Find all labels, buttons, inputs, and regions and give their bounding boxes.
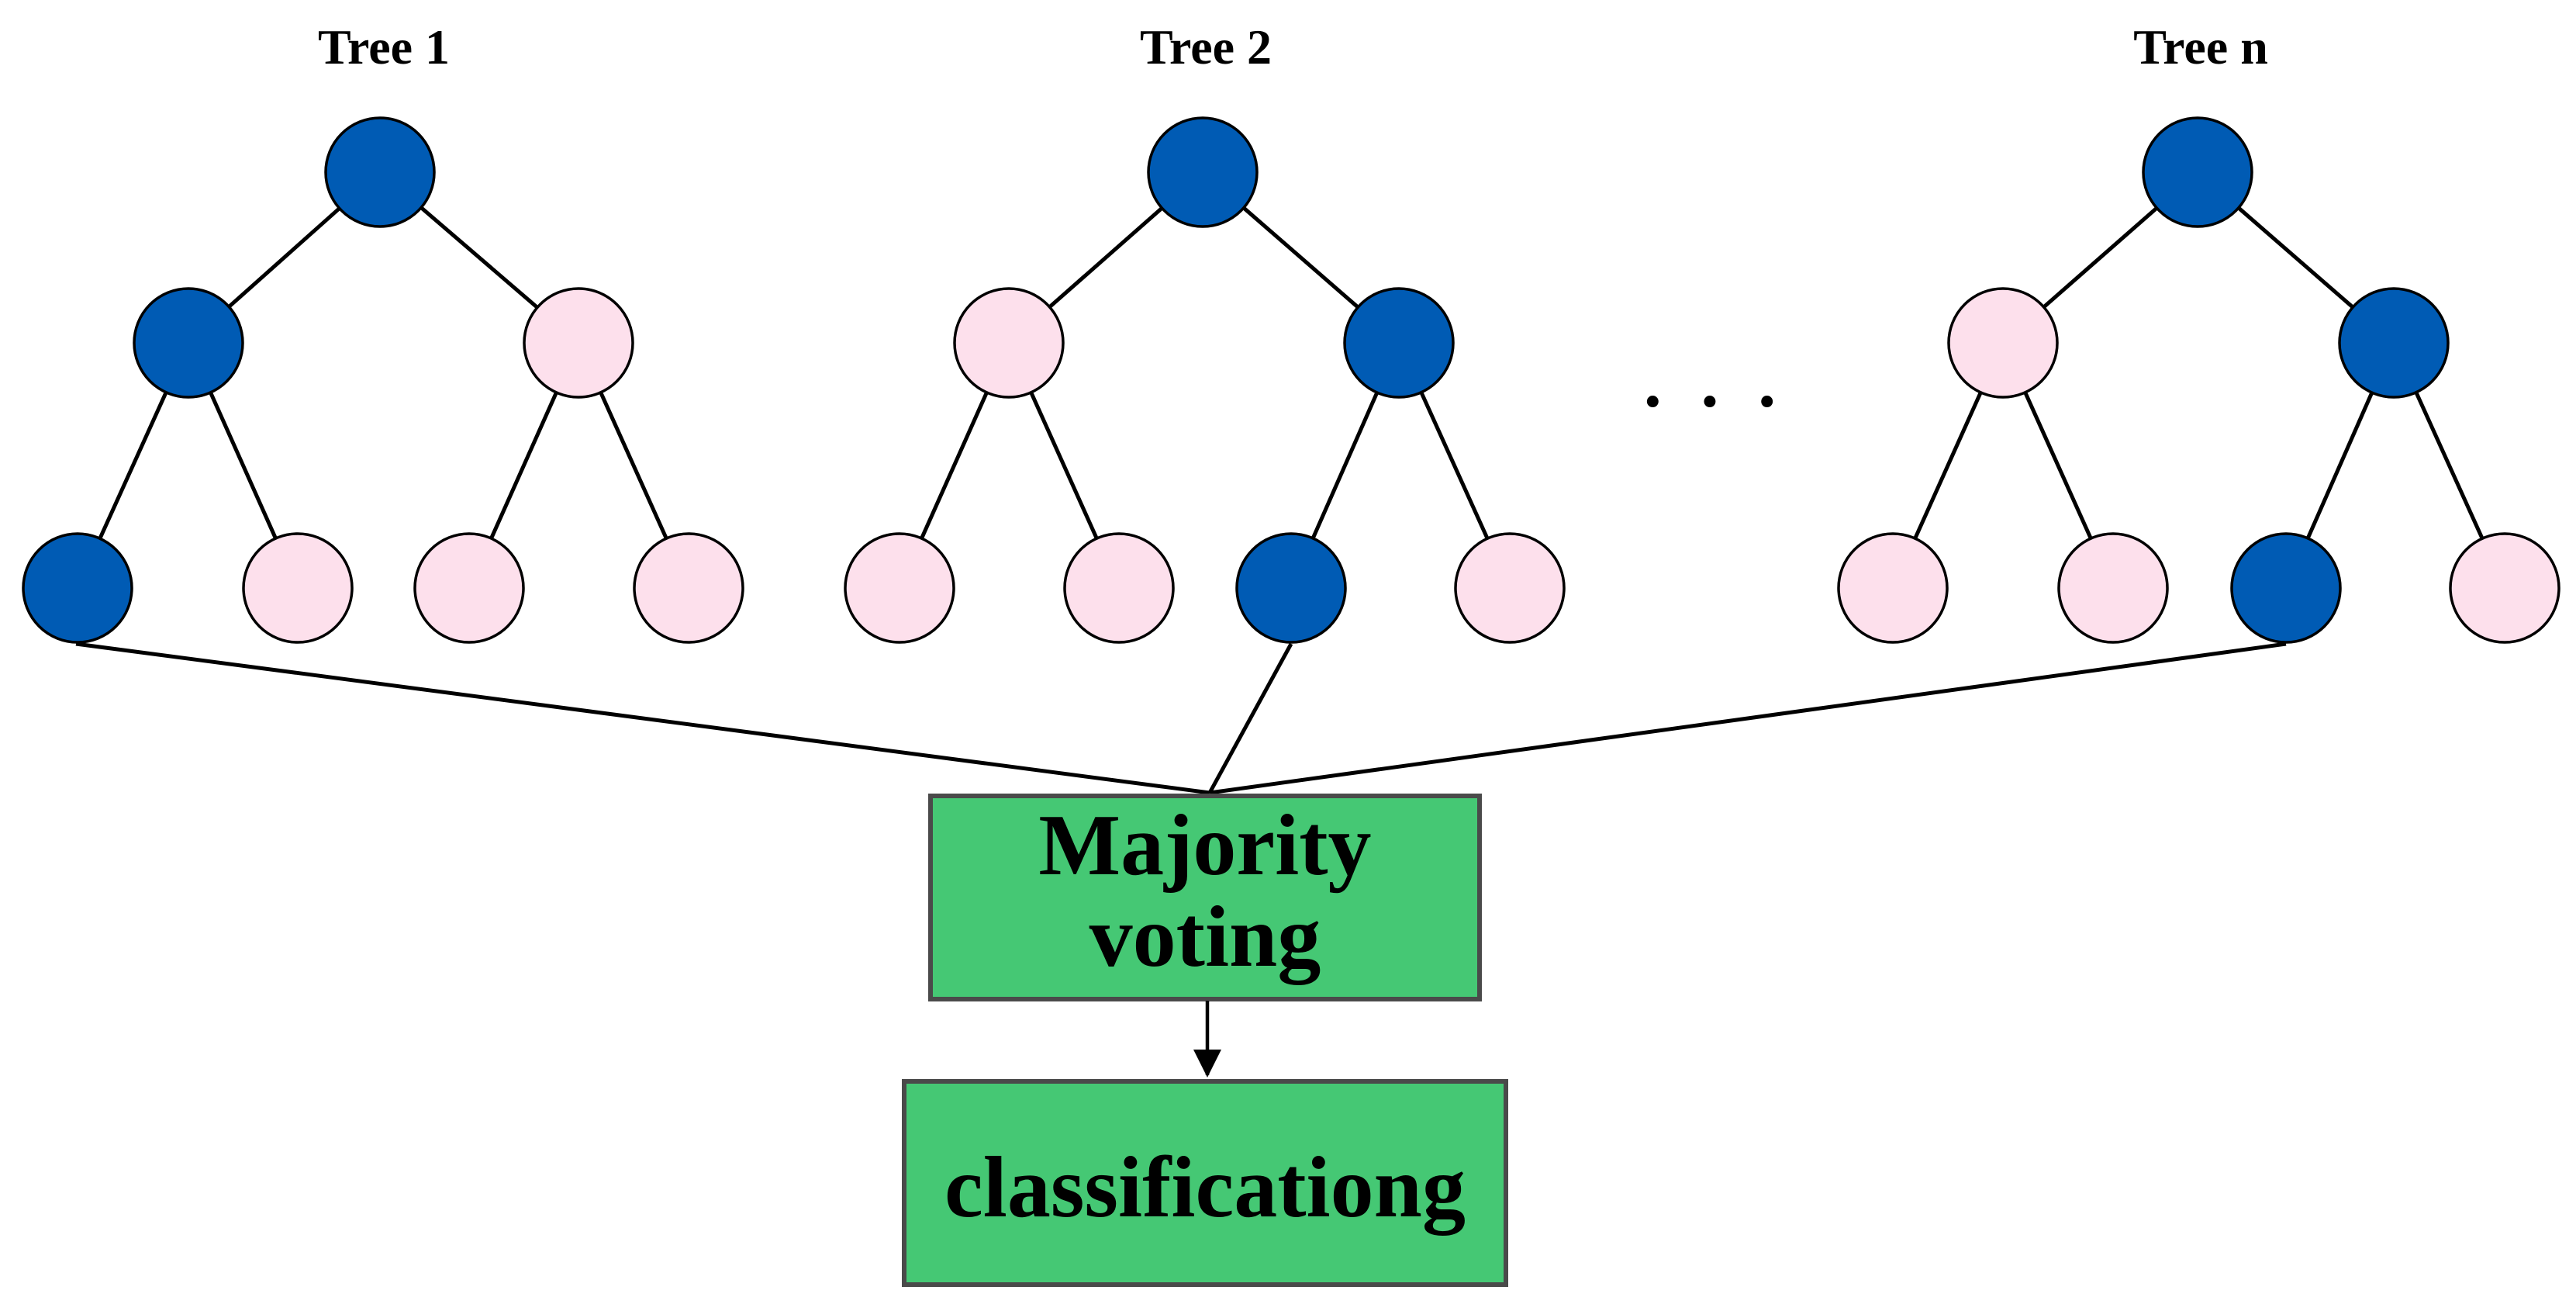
tree-1-node-RR-pink bbox=[633, 532, 744, 644]
tree-2-node-R-blue bbox=[1343, 287, 1455, 399]
tree-3-edge-root-R bbox=[2237, 206, 2354, 309]
tree-2-edge-root-R bbox=[1242, 206, 1359, 309]
tree-2-edge-L-LR bbox=[1029, 391, 1099, 540]
connector-tree-2 bbox=[1207, 642, 1293, 794]
tree-2-title: Tree 2 bbox=[1140, 19, 1272, 74]
tree-3-node-RL-blue bbox=[2230, 532, 2342, 644]
tree-2-node-L-pink bbox=[953, 287, 1065, 399]
tree-3-edge-L-LR bbox=[2023, 391, 2093, 540]
tree-1-edge-L-LL bbox=[98, 391, 168, 540]
connector-tree-1 bbox=[75, 642, 1210, 795]
tree-1-edge-root-L bbox=[227, 206, 341, 309]
ellipsis: · · · bbox=[1641, 361, 1787, 441]
tree-3-edge-R-RL bbox=[2305, 392, 2374, 539]
tree-2-edge-R-RL bbox=[1310, 392, 1380, 539]
tree-1-node-R-pink bbox=[523, 287, 634, 399]
tree-2-edge-L-LL bbox=[920, 391, 989, 540]
tree-3-edge-R-RR bbox=[2414, 391, 2484, 540]
majority-voting-label-line-1: Majority bbox=[1038, 797, 1371, 894]
tree-3-node-RR-pink bbox=[2449, 532, 2560, 644]
connector-tree-n bbox=[1209, 642, 2287, 795]
tree-3-node-root-blue bbox=[2142, 116, 2253, 228]
tree-1-node-RL-pink bbox=[413, 532, 525, 644]
tree-1-node-L-blue bbox=[133, 287, 244, 399]
tree-3-edge-root-L bbox=[2042, 206, 2159, 309]
tree-1-node-LL-blue bbox=[22, 532, 133, 644]
majority-voting-box bbox=[928, 794, 1482, 1001]
tree-2-node-RR-pink bbox=[1454, 532, 1566, 644]
tree-3-node-LL-pink bbox=[1837, 532, 1949, 644]
tree-2-node-root-blue bbox=[1147, 116, 1259, 228]
tree-2-edge-R-RR bbox=[1419, 391, 1490, 540]
tree-1-node-LR-pink bbox=[242, 532, 354, 644]
tree-3-node-LR-pink bbox=[2057, 532, 2169, 644]
tree-2-node-LR-pink bbox=[1063, 532, 1175, 644]
classification-label: classificationg bbox=[944, 1140, 1466, 1236]
tree-1-node-root-blue bbox=[324, 116, 436, 228]
classification-box bbox=[902, 1079, 1508, 1287]
tree-n-title: Tree n bbox=[2133, 19, 2268, 74]
tree-1-title: Tree 1 bbox=[318, 19, 450, 74]
majority-voting-label-line-2: voting bbox=[1089, 889, 1321, 985]
tree-2-node-RL-blue bbox=[1235, 532, 1347, 644]
tree-1-edge-R-RL bbox=[489, 391, 558, 540]
tree-2-edge-root-L bbox=[1048, 206, 1164, 309]
tree-1-edge-L-LR bbox=[209, 391, 278, 540]
tree-1-edge-R-RR bbox=[599, 391, 668, 540]
tree-edges bbox=[98, 206, 2484, 540]
tree-nodes bbox=[22, 116, 2560, 644]
tree-2-node-LL-pink bbox=[844, 532, 955, 644]
tree-1-edge-root-R bbox=[420, 206, 539, 310]
tree-3-node-R-blue bbox=[2338, 287, 2450, 399]
tree-3-edge-L-LL bbox=[1913, 391, 1983, 540]
tree-3-node-L-pink bbox=[1947, 287, 2059, 399]
